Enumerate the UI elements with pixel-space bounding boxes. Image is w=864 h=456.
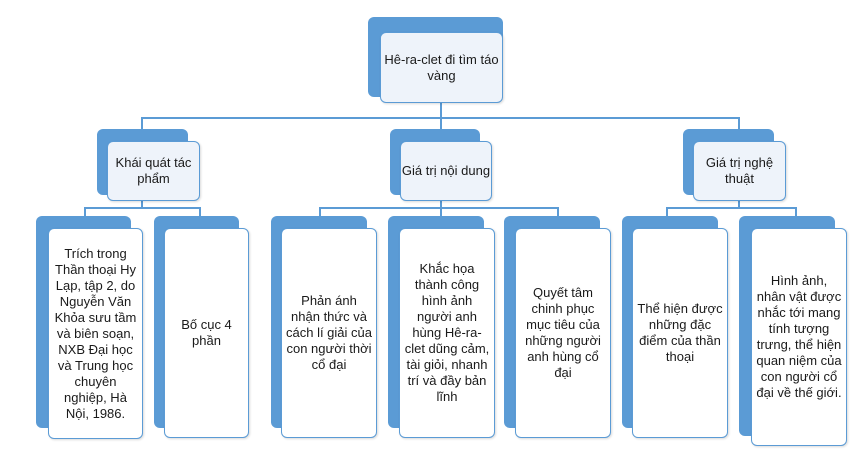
leaf-1-2-label: Bố cục 4 phần	[181, 317, 232, 348]
leaf-2-1-node: Phản ánh nhận thức và cách lí giải của c…	[271, 216, 377, 438]
leaf-2-2-node: Khắc họa thành công hình ảnh người anh h…	[388, 216, 495, 438]
root-node-box: Hê-ra-clet đi tìm táo vàng	[380, 32, 503, 103]
branch-1-box: Khái quát tác phẩm	[107, 141, 200, 201]
branch-2-node: Giá trị nội dung	[390, 129, 492, 201]
leaf-1-2-node: Bố cục 4 phần	[154, 216, 249, 438]
leaf-2-3-box: Quyết tâm chinh phục mục tiêu của những …	[515, 228, 611, 438]
leaf-1-1-label: Trích trong Thần thoại Hy Lạp, tập 2, do…	[54, 245, 137, 421]
branch-3-label: Giá trị nghệ thuật	[705, 155, 774, 186]
leaf-1-2-box: Bố cục 4 phần	[164, 228, 249, 438]
leaf-3-1-node: Thể hiện được những đặc điểm của thần th…	[622, 216, 728, 438]
branch-2-label: Giá trị nội dung	[401, 163, 491, 178]
leaf-2-3-node: Quyết tâm chinh phục mục tiêu của những …	[504, 216, 611, 438]
connector-branch-1	[84, 195, 201, 218]
leaf-2-1-box: Phản ánh nhận thức và cách lí giải của c…	[281, 228, 377, 438]
leaf-1-1-box: Trích trong Thần thoại Hy Lạp, tập 2, do…	[48, 228, 143, 439]
leaf-3-1-box: Thể hiện được những đặc điểm của thần th…	[632, 228, 728, 438]
leaf-2-2-label: Khắc họa thành công hình ảnh người anh h…	[404, 261, 490, 404]
leaf-1-1-node: Trích trong Thần thoại Hy Lạp, tập 2, do…	[36, 216, 143, 439]
branch-3-node: Giá trị nghệ thuật	[683, 129, 786, 201]
connector-root	[141, 98, 740, 130]
leaf-3-1-label: Thể hiện được những đặc điểm của thần th…	[637, 301, 723, 364]
branch-1-node: Khái quát tác phẩm	[97, 129, 200, 201]
leaf-2-2-box: Khắc họa thành công hình ảnh người anh h…	[399, 228, 495, 438]
leaf-2-1-label: Phản ánh nhận thức và cách lí giải của c…	[286, 293, 372, 372]
leaf-3-2-label: Hình ảnh, nhân vật được nhắc tới mang tí…	[756, 273, 842, 400]
branch-3-box: Giá trị nghệ thuật	[693, 141, 786, 201]
leaf-3-2-node: Hình ảnh, nhân vật được nhắc tới mang tí…	[739, 216, 847, 446]
connector-branch-3	[666, 195, 797, 218]
root-node: Hê-ra-clet đi tìm táo vàng	[368, 17, 503, 103]
root-node-label: Hê-ra-clet đi tìm táo vàng	[384, 51, 499, 83]
leaf-2-3-label: Quyết tâm chinh phục mục tiêu của những …	[525, 285, 601, 380]
leaf-3-2-box: Hình ảnh, nhân vật được nhắc tới mang tí…	[751, 228, 847, 446]
branch-1-label: Khái quát tác phẩm	[115, 155, 192, 186]
branch-2-box: Giá trị nội dung	[400, 141, 492, 201]
